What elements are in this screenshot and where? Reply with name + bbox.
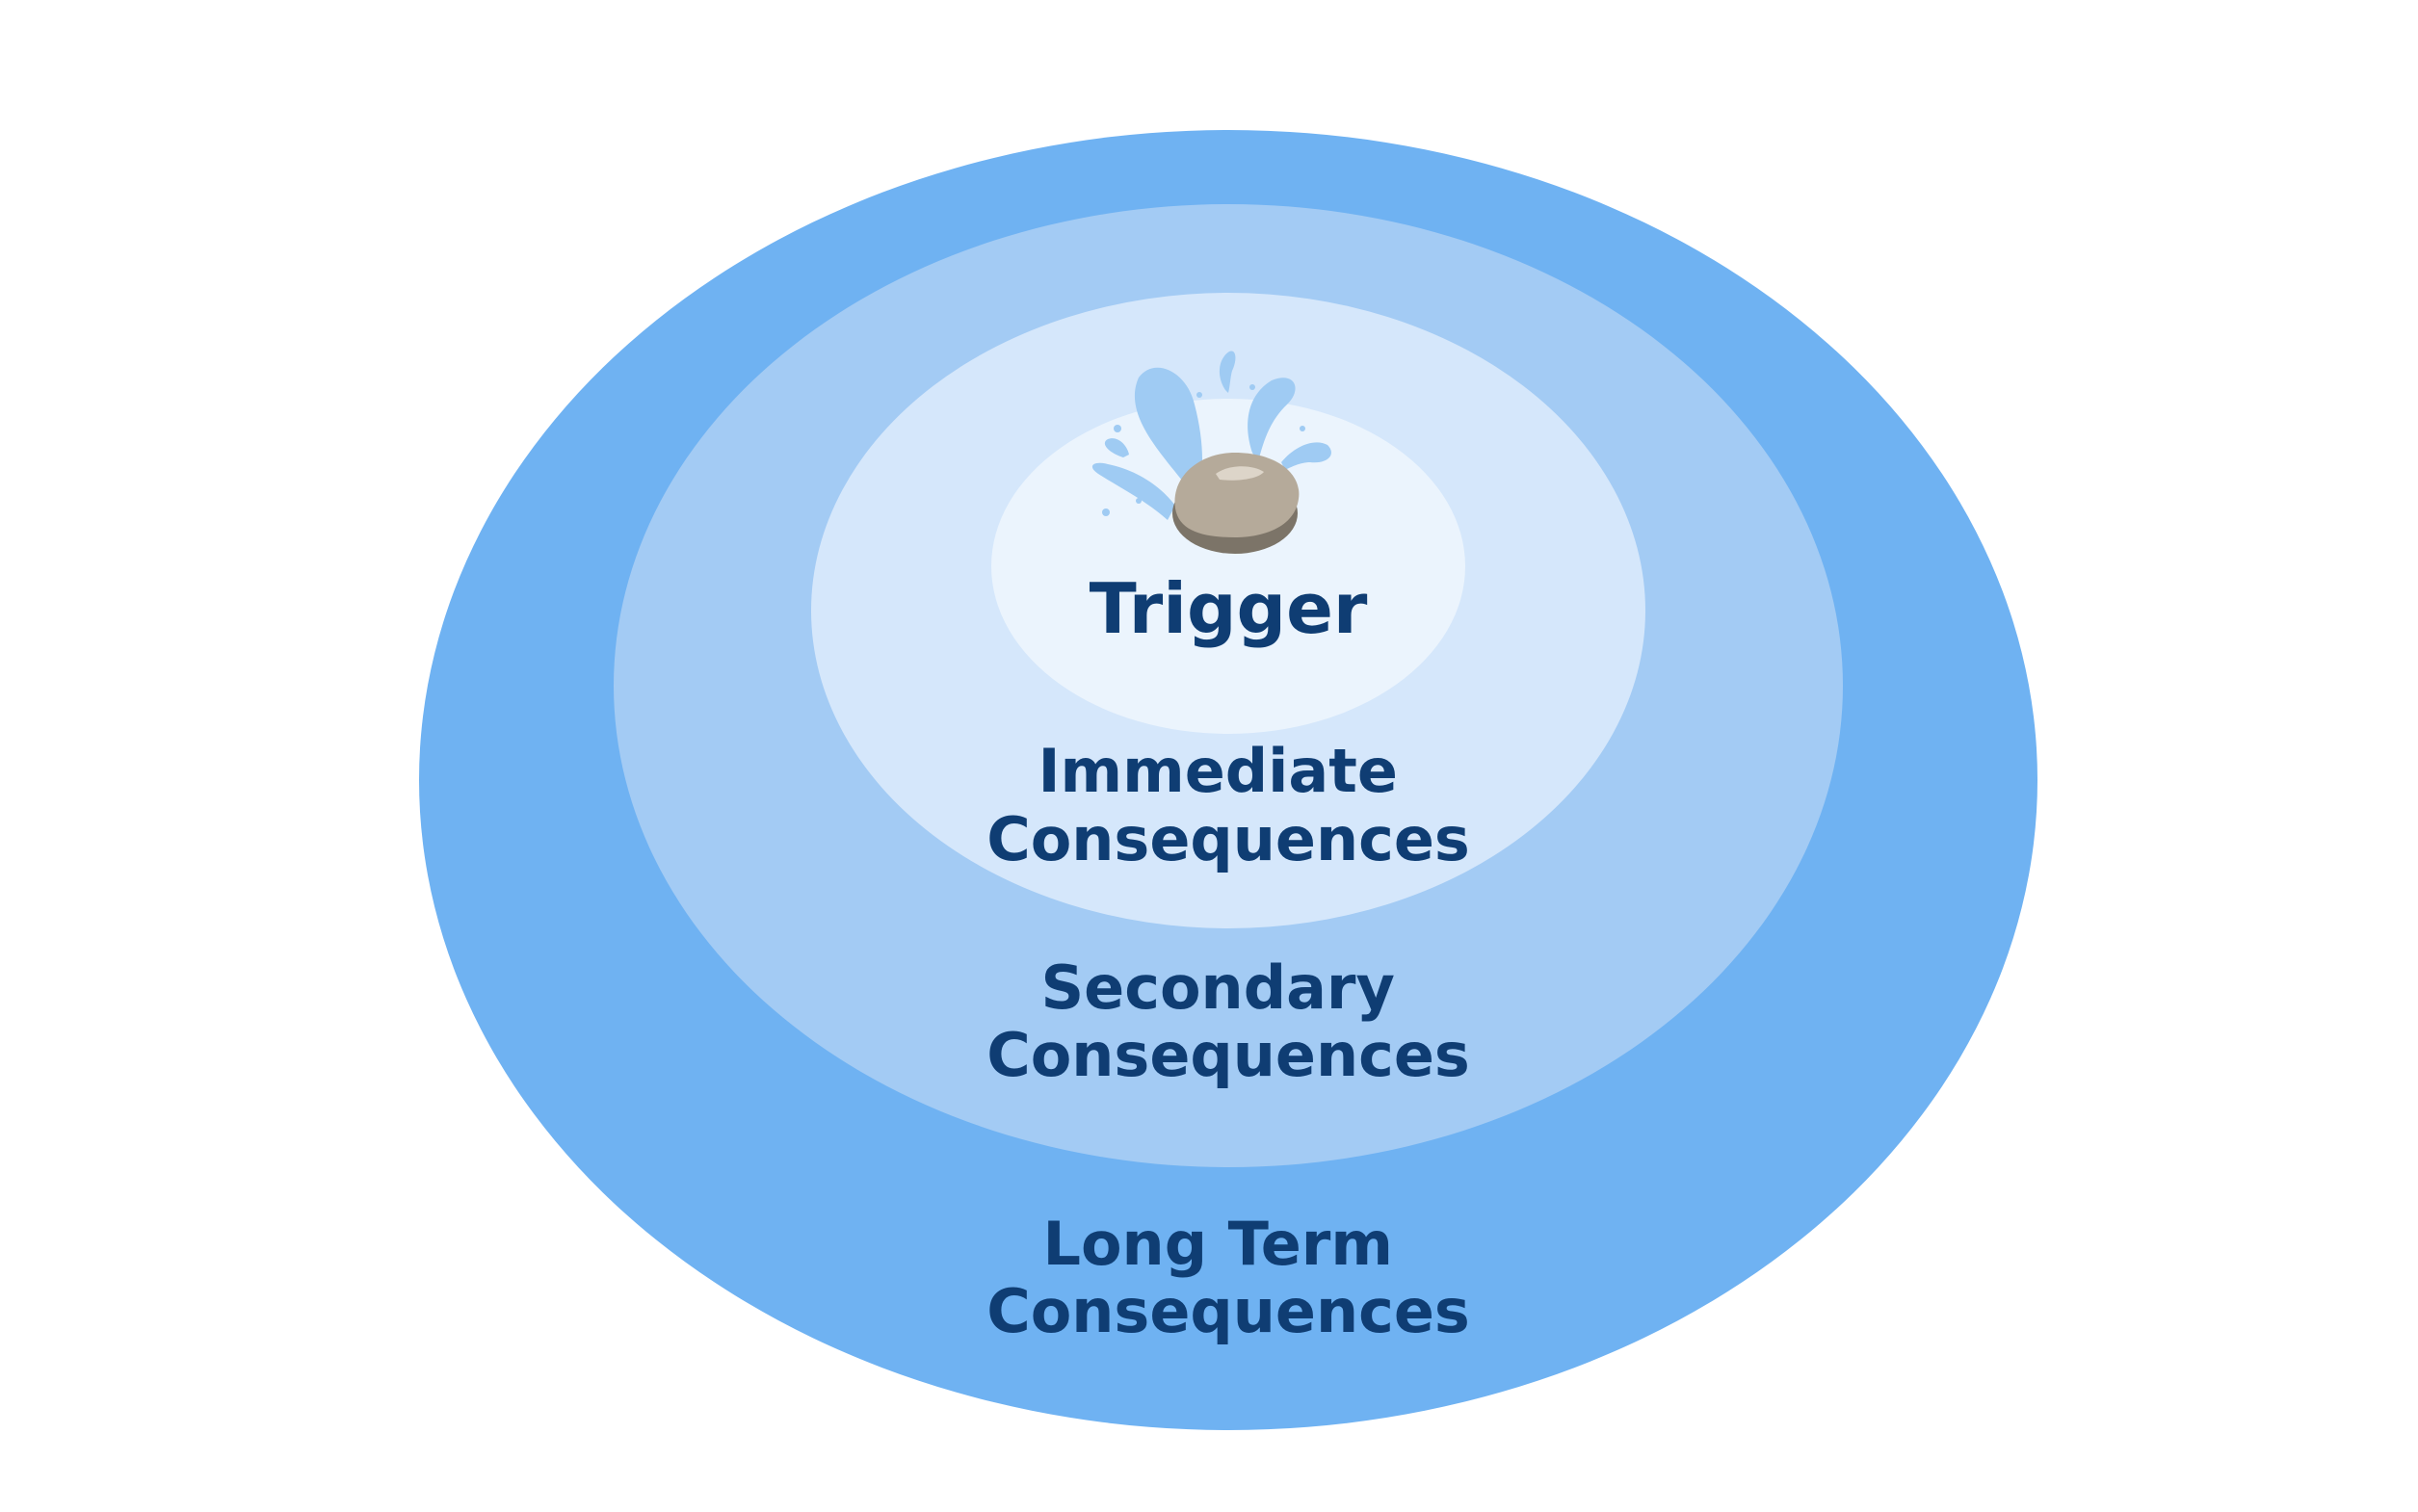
stone-splash-icon [1091, 351, 1331, 554]
secondary-label: Secondary Consequences [986, 952, 1470, 1090]
immediate-label: Immediate Consequences [986, 736, 1470, 874]
long-term-label-line-2: Consequences [986, 1276, 1470, 1346]
secondary-label-line-1: Secondary [1041, 952, 1395, 1023]
trigger-ring [991, 399, 1465, 734]
immediate-label-line-1: Immediate [1038, 736, 1397, 806]
immediate-label-line-2: Consequences [986, 804, 1470, 874]
long-term-label: Long Term Consequences [986, 1209, 1470, 1346]
long-term-label-line-1: Long Term [1042, 1209, 1393, 1279]
secondary-label-line-2: Consequences [986, 1020, 1470, 1090]
trigger-label: Trigger [1090, 568, 1368, 649]
